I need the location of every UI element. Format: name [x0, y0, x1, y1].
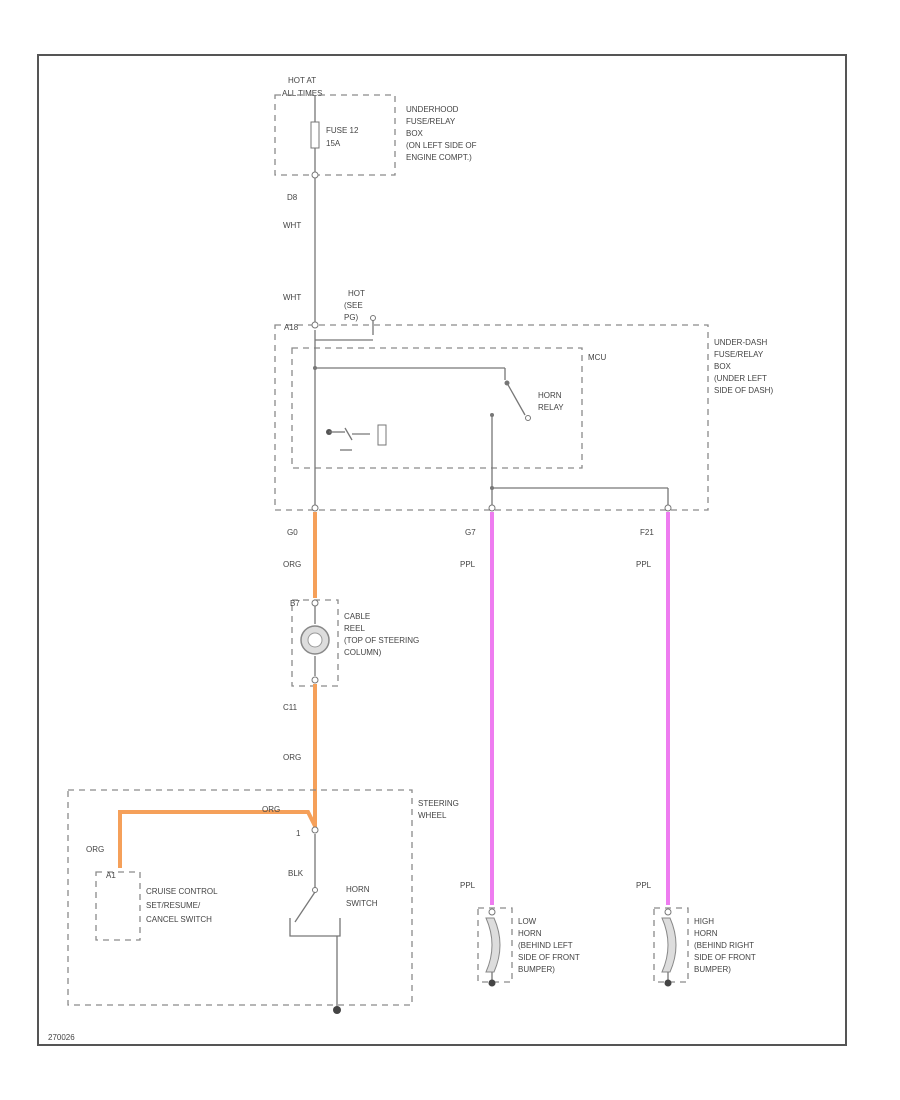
underhood-fuse-box	[274, 94, 396, 176]
wire-color-ppl-2: PPL	[636, 560, 652, 569]
high-horn-label-2: HORN	[694, 929, 718, 938]
underhood-box-label-4: (ON LEFT SIDE OF	[406, 141, 477, 150]
underhood-box-label-3: BOX	[406, 129, 424, 138]
under-dash-label-1: UNDER-DASH	[714, 338, 768, 347]
fuse-12-symbol	[310, 121, 320, 149]
under-dash-label-4: (UNDER LEFT	[714, 374, 767, 383]
wire-color-org-1: ORG	[283, 560, 301, 569]
wire-color-org-2: ORG	[283, 753, 301, 762]
hot-label-3: PG)	[344, 313, 359, 322]
org-wire-3	[118, 810, 317, 868]
horn-relay-label-2: RELAY	[538, 403, 564, 412]
ground-point	[333, 1006, 341, 1014]
high-horn-label-4: SIDE OF FRONT	[694, 953, 756, 962]
hot-at-all-times-label: HOT AT	[288, 76, 316, 85]
connector-d8: D8	[287, 193, 298, 202]
connector-g0: G0	[287, 528, 298, 537]
high-horn-symbol	[661, 917, 677, 973]
diagram-frame	[37, 54, 847, 1046]
figure-code: 270026	[48, 1033, 75, 1042]
mcu-box	[291, 347, 583, 469]
low-horn-label-1: LOW	[518, 917, 537, 926]
horn-switch-label-1: HORN	[346, 885, 370, 894]
fuse-label: FUSE 12	[326, 126, 359, 135]
cable-reel-label-2: REEL	[344, 624, 365, 633]
under-dash-label-2: FUSE/RELAY	[714, 350, 764, 359]
cable-reel-label-3: (TOP OF STEERING	[344, 636, 419, 645]
cruise-pin-a1: A1	[106, 871, 116, 880]
cable-reel-label-4: COLUMN)	[344, 648, 382, 657]
horn-relay-label-1: HORN	[538, 391, 562, 400]
high-horn-label-5: BUMPER)	[694, 965, 731, 974]
high-horn-label-1: HIGH	[694, 917, 714, 926]
connector-f21: F21	[640, 528, 654, 537]
under-dash-label-5: SIDE OF DASH)	[714, 386, 773, 395]
underhood-box-label-5: ENGINE COMPT.)	[406, 153, 472, 162]
wire-color-ppl-3: PPL	[460, 881, 476, 890]
wire-color-org-3: ORG	[262, 805, 280, 814]
cruise-label-3: CANCEL SWITCH	[146, 915, 212, 924]
steering-wheel-label-2: WHEEL	[418, 811, 447, 820]
relay-coil-symbol	[377, 424, 387, 446]
wire-color-org-4: ORG	[86, 845, 104, 854]
hot-label: HOT	[348, 289, 365, 298]
underhood-box-label-2: FUSE/RELAY	[406, 117, 456, 126]
connector-a18: A18	[284, 323, 299, 332]
wire-color-ppl-4: PPL	[636, 881, 652, 890]
cruise-label-1: CRUISE CONTROL	[146, 887, 218, 896]
fuse-rating: 15A	[326, 139, 341, 148]
connector-g7: G7	[465, 528, 476, 537]
steering-wheel-label-1: STEERING	[418, 799, 459, 808]
high-horn-label-3: (BEHIND RIGHT	[694, 941, 754, 950]
hot-at-all-times-label-2: ALL TIMES	[282, 89, 322, 98]
steering-wheel-box	[67, 789, 413, 1006]
low-horn-label-2: HORN	[518, 929, 542, 938]
horn-switch	[294, 891, 316, 923]
horn-relay-switch	[506, 382, 526, 416]
connector-c11: C11	[283, 703, 298, 712]
low-horn-label-4: SIDE OF FRONT	[518, 953, 580, 962]
horn-switch-label-2: SWITCH	[346, 899, 378, 908]
wire-color-blk: BLK	[288, 869, 304, 878]
low-horn-symbol	[485, 917, 501, 973]
mcu-label: MCU	[588, 353, 606, 362]
cruise-control-switch	[95, 871, 141, 941]
cable-reel-label-1: CABLE	[344, 612, 370, 621]
wire-color-ppl-1: PPL	[460, 560, 476, 569]
low-horn-label-3: (BEHIND LEFT	[518, 941, 573, 950]
under-dash-label-3: BOX	[714, 362, 732, 371]
low-horn-label-5: BUMPER)	[518, 965, 555, 974]
underhood-box-label-1: UNDERHOOD	[406, 105, 459, 114]
cruise-label-2: SET/RESUME/	[146, 901, 201, 910]
steering-pin-1: 1	[296, 829, 301, 838]
cable-reel-connector-b7: B7	[290, 599, 300, 608]
hot-label-2: (SEE	[344, 301, 363, 310]
wire-color-wht-2: WHT	[283, 293, 301, 302]
wire-color-wht-1: WHT	[283, 221, 301, 230]
